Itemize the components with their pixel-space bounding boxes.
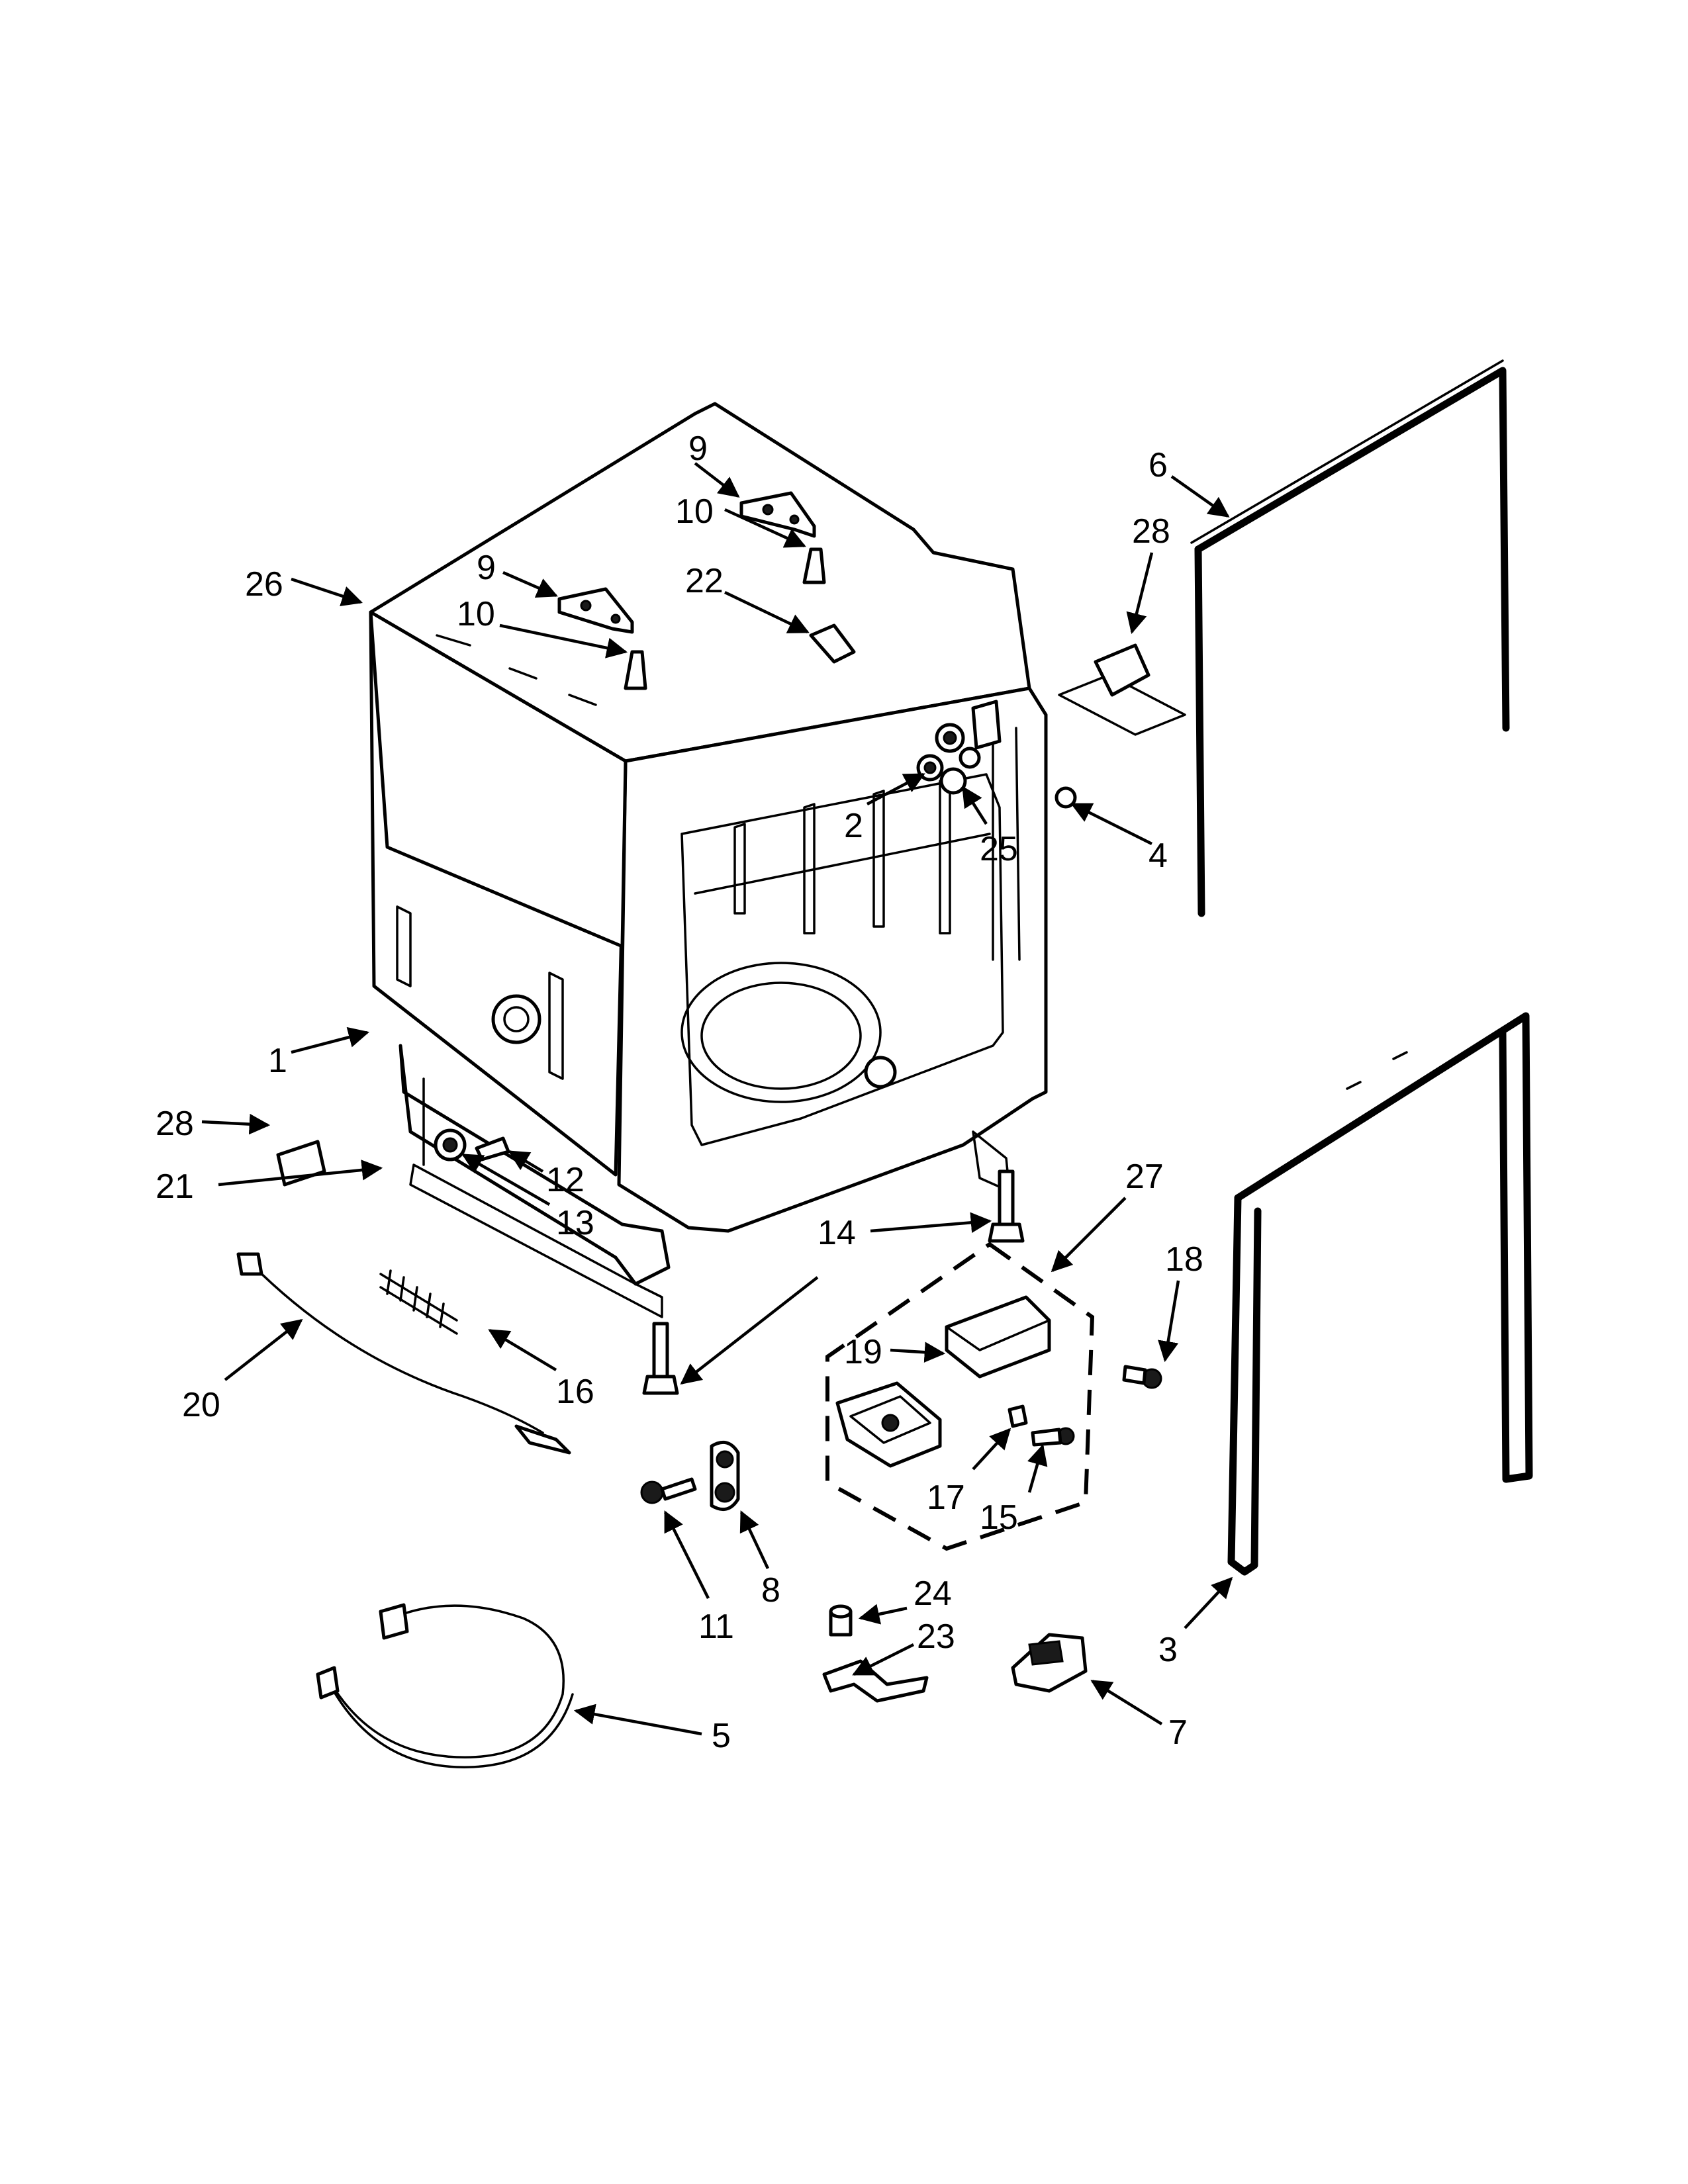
- leveling-leg-left: [642, 1322, 679, 1395]
- callout-5: 5: [712, 1717, 731, 1755]
- wire-harness: [236, 1252, 571, 1455]
- front-bracket: [409, 1163, 663, 1318]
- callout-24: 24: [914, 1574, 952, 1613]
- callout-18: 18: [1165, 1240, 1203, 1279]
- callout-9-upper: 9: [688, 430, 708, 468]
- tub-front-frame: [617, 686, 1048, 1233]
- callout-23: 23: [917, 1617, 955, 1656]
- callout-7: 7: [1168, 1713, 1188, 1752]
- tub-base-frame: [399, 1044, 671, 1286]
- callout-22: 22: [685, 562, 724, 600]
- callout-21: 21: [156, 1167, 194, 1206]
- terminal-box-cover: [945, 1295, 1051, 1379]
- callout-19: 19: [844, 1333, 882, 1371]
- callout-26: 26: [245, 565, 283, 604]
- terminal-box-screw-outer: [1122, 1365, 1162, 1389]
- door-spring: [379, 1269, 458, 1335]
- terminal-box-boundary: [825, 1242, 1095, 1551]
- tub-sump-opening: [680, 962, 882, 1103]
- callout-2: 2: [844, 807, 863, 845]
- callout-15: 15: [980, 1498, 1018, 1537]
- callout-16: 16: [556, 1373, 594, 1411]
- sensor-bracket: [822, 1659, 929, 1703]
- callout-20: 20: [182, 1386, 220, 1424]
- clip-part: [710, 1440, 740, 1512]
- callout-labels: 26 1 2 25 4 6 28 28 21 9 10 9 10 22 12 1…: [156, 430, 1203, 1755]
- callout-8: 8: [761, 1571, 780, 1610]
- callout-1: 1: [268, 1042, 287, 1080]
- callout-3: 3: [1158, 1631, 1178, 1669]
- callout-12: 12: [546, 1161, 585, 1199]
- tub-front-opening: [680, 773, 1004, 1146]
- callout-11: 11: [698, 1608, 734, 1646]
- screw-part: [640, 1477, 697, 1504]
- callout-4: 4: [1149, 837, 1168, 875]
- support-block-right: [1094, 643, 1150, 697]
- leader-lines: [201, 462, 1233, 1736]
- door-gasket-bottom: [1227, 1012, 1533, 1576]
- callout-28-left: 28: [156, 1105, 194, 1143]
- terminal-box-screw: [1031, 1427, 1075, 1447]
- callout-25: 25: [980, 830, 1018, 868]
- insulation-blanket: [369, 610, 628, 948]
- callout-14: 14: [818, 1214, 856, 1252]
- callout-10-lower: 10: [457, 595, 495, 633]
- leveling-leg-right: [988, 1169, 1025, 1243]
- callout-10-upper: 10: [675, 492, 714, 531]
- vent-part: [809, 623, 856, 664]
- hinge-bracket-lower: [557, 587, 647, 690]
- terminal-box-base: [835, 1381, 942, 1468]
- callout-9-lower: 9: [477, 549, 496, 587]
- inlet-hose: [316, 1603, 574, 1768]
- callout-28-right: 28: [1132, 512, 1170, 551]
- callout-13: 13: [556, 1204, 594, 1242]
- plug-part: [1055, 786, 1077, 809]
- callout-27: 27: [1125, 1158, 1164, 1196]
- callout-6: 6: [1149, 446, 1168, 484]
- fill-funnel-parts: [916, 700, 1002, 795]
- door-gasket-top: [1190, 359, 1510, 917]
- terminal-box-washer: [1008, 1404, 1028, 1428]
- connector-block: [1011, 1633, 1088, 1693]
- sensor-part: [829, 1604, 853, 1637]
- callout-17: 17: [927, 1479, 965, 1517]
